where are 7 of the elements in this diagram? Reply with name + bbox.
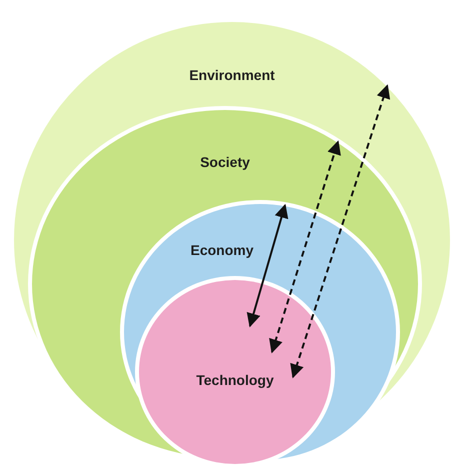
double-arrow [269,140,341,354]
circle-label: Economy [190,242,254,258]
double-arrow [290,84,390,378]
circle-label: Society [200,154,250,170]
double-arrow [246,204,288,328]
circle-label: Environment [189,67,275,83]
circle-label: Technology [196,372,274,388]
